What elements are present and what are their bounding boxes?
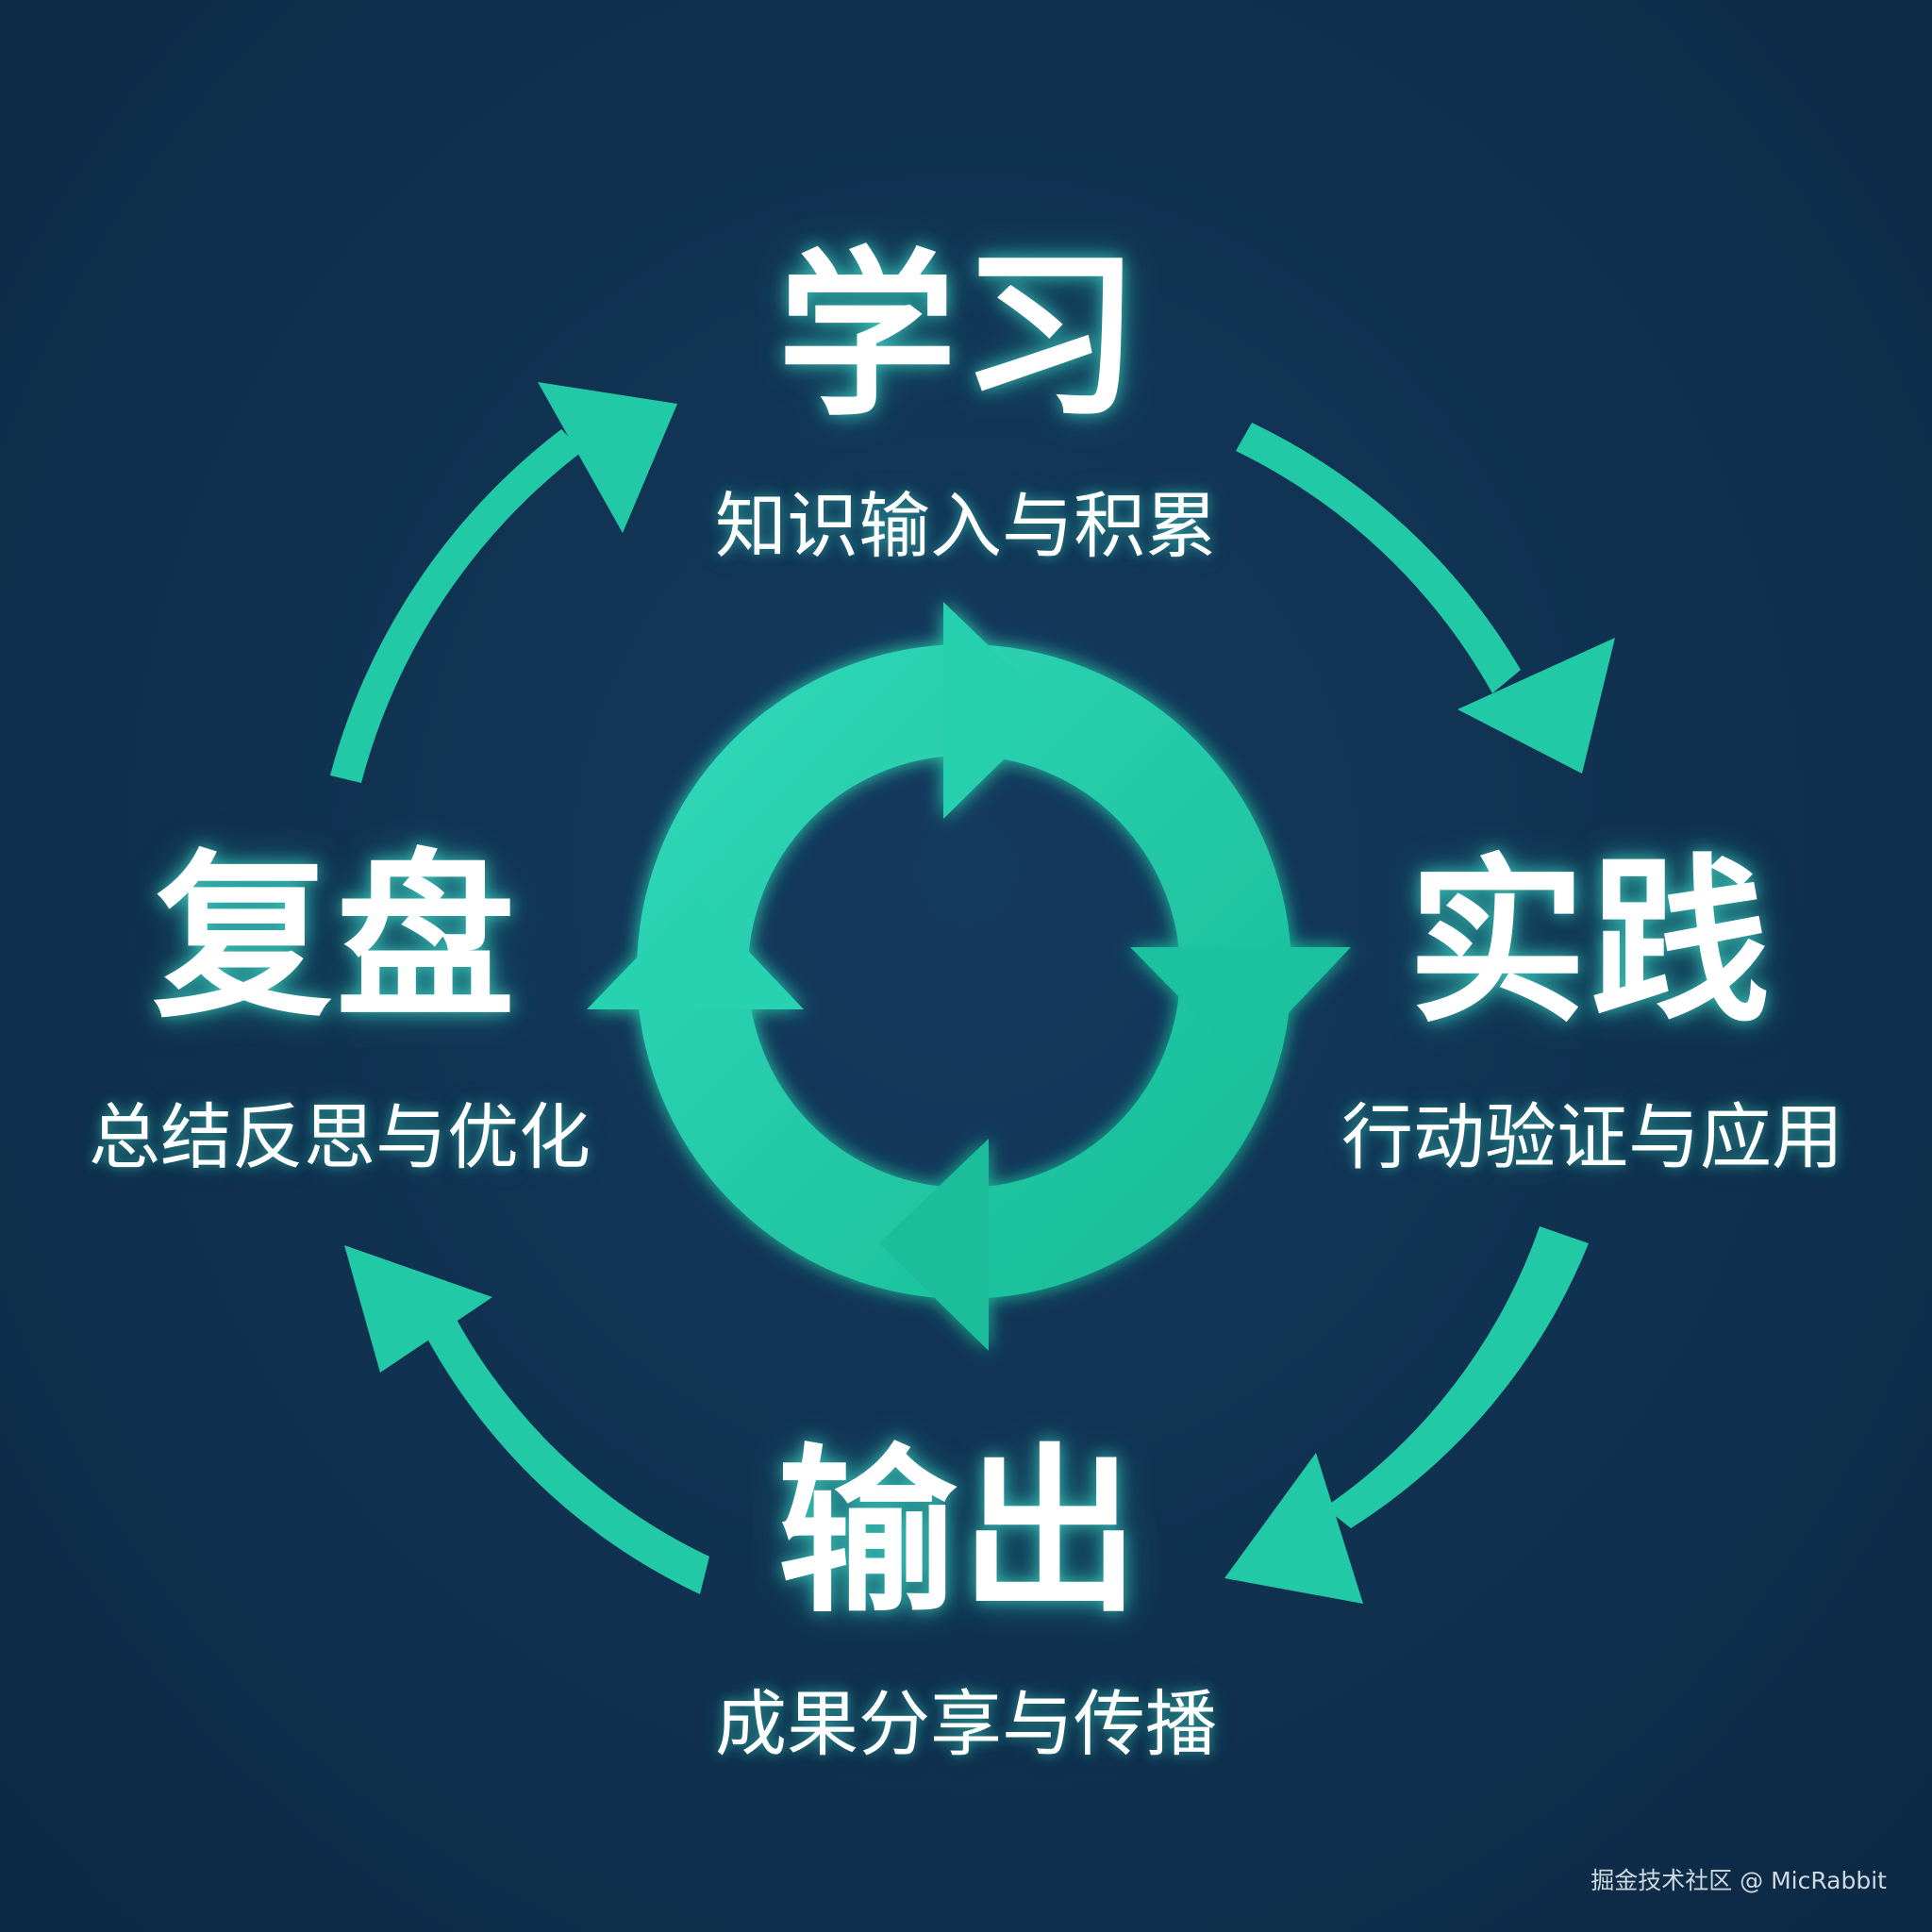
outer-arrow-output-to-review — [344, 1245, 709, 1594]
stage-practice-title: 实践 — [1407, 839, 1774, 1047]
center-arrowhead-right — [1130, 947, 1351, 1061]
stage-output-subtitle: 成果分享与传播 — [715, 1682, 1217, 1766]
center-arrowhead-bottom — [879, 1139, 989, 1351]
stage-learn-subtitle: 知识输入与积累 — [715, 484, 1217, 568]
stage-practice-subtitle: 行动验证与应用 — [1341, 1095, 1843, 1179]
stage-review-title: 复盘 — [152, 834, 520, 1042]
stage-learn-title: 学习 — [776, 232, 1144, 441]
center-arrowhead-top — [943, 602, 1055, 819]
center-arrowhead-left — [587, 896, 804, 1009]
stage-review-subtitle: 总结反思与优化 — [89, 1095, 591, 1179]
outer-arrow-practice-to-output — [1224, 1226, 1589, 1604]
outer-arrow-review-to-learn — [330, 382, 677, 783]
center-cycle-icon — [587, 602, 1351, 1351]
stage-output-title: 输出 — [776, 1428, 1144, 1637]
watermark: 掘金技术社区 @ MicRabbit — [1591, 1867, 1887, 1894]
outer-arrow-learn-to-practice — [1236, 423, 1615, 774]
